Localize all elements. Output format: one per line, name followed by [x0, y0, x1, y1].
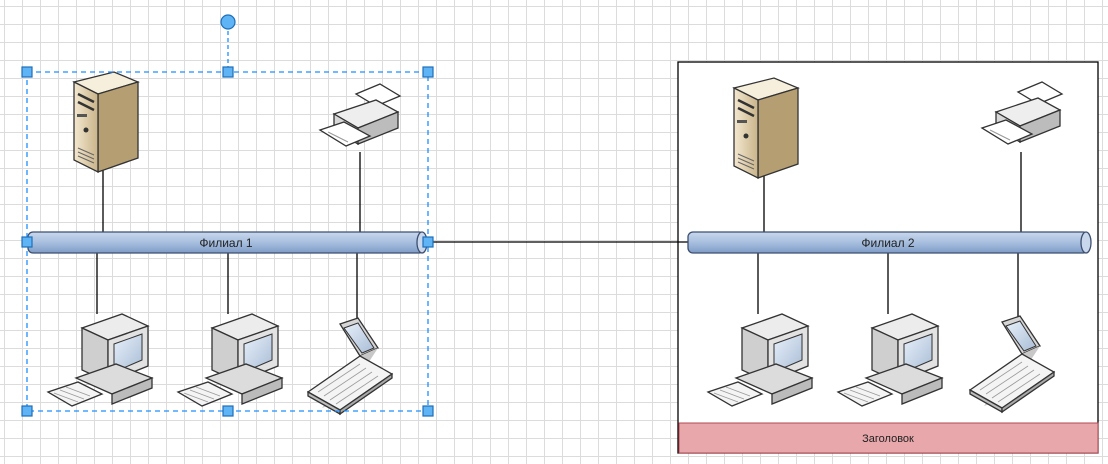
desktop-pc-icon[interactable] [177, 313, 283, 407]
laptop-icon[interactable] [307, 317, 393, 415]
server-icon[interactable] [72, 70, 140, 174]
printer-icon[interactable] [319, 83, 401, 147]
group2-footer-label: Заголовок [862, 433, 914, 445]
resize-handle-top-right[interactable] [422, 66, 434, 78]
bus-branch-2-label: Филиал 2 [861, 236, 915, 250]
resize-handle-bottom[interactable] [222, 405, 234, 417]
resize-handle-top-left[interactable] [21, 66, 33, 78]
desktop-pc-icon[interactable] [47, 313, 153, 407]
group2-footer[interactable] [678, 422, 1099, 454]
bus-branch-1-label: Филиал 1 [199, 236, 253, 250]
resize-handle-left[interactable] [21, 236, 33, 248]
rotation-handle[interactable] [220, 14, 236, 30]
resize-handle-top[interactable] [222, 66, 234, 78]
bus-branch-1[interactable]: Филиал 1 [27, 231, 428, 254]
resize-handle-bottom-right[interactable] [422, 405, 434, 417]
bus-branch-2[interactable]: Филиал 2 [687, 231, 1092, 254]
server-icon[interactable] [732, 76, 800, 180]
connectors [96, 152, 1022, 318]
resize-handle-bottom-left[interactable] [21, 405, 33, 417]
resize-handle-right[interactable] [422, 236, 434, 248]
